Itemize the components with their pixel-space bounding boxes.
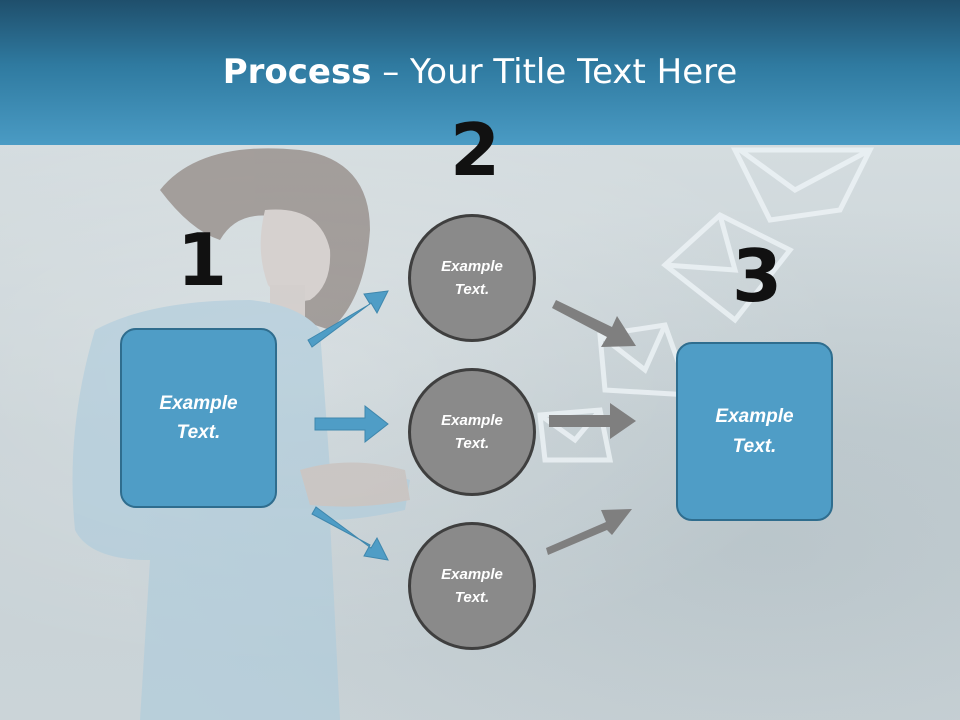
page-title: Process – Your Title Text Here bbox=[0, 52, 960, 92]
blue-arrow-middle bbox=[314, 404, 389, 444]
circle-top-line1: Example bbox=[441, 257, 503, 275]
gray-arrow-middle bbox=[549, 403, 636, 439]
circle-middle-line1: Example bbox=[441, 411, 503, 429]
left-box-line2: Text. bbox=[176, 422, 221, 443]
step-number-3: 3 bbox=[732, 234, 783, 318]
right-box-line1: Example bbox=[715, 406, 794, 428]
blue-arrow-up bbox=[307, 290, 389, 348]
header-bar bbox=[0, 0, 960, 145]
gray-arrow-down bbox=[552, 300, 636, 347]
title-rest: – Your Title Text Here bbox=[371, 52, 738, 92]
circle-top-line2: Text. bbox=[454, 281, 490, 298]
blue-arrow-down bbox=[311, 506, 389, 561]
circle-middle-line2: Text. bbox=[454, 435, 490, 452]
circle-bottom-line2: Text. bbox=[454, 589, 490, 606]
step-number-2: 2 bbox=[450, 108, 501, 192]
title-bold: Process bbox=[222, 52, 372, 92]
step-number-1: 1 bbox=[177, 218, 228, 302]
left-box-line1: Example bbox=[159, 392, 238, 414]
right-box-line2: Text. bbox=[732, 435, 777, 457]
gray-arrow-up bbox=[546, 509, 632, 555]
circle-bottom-line1: Example bbox=[441, 565, 503, 583]
